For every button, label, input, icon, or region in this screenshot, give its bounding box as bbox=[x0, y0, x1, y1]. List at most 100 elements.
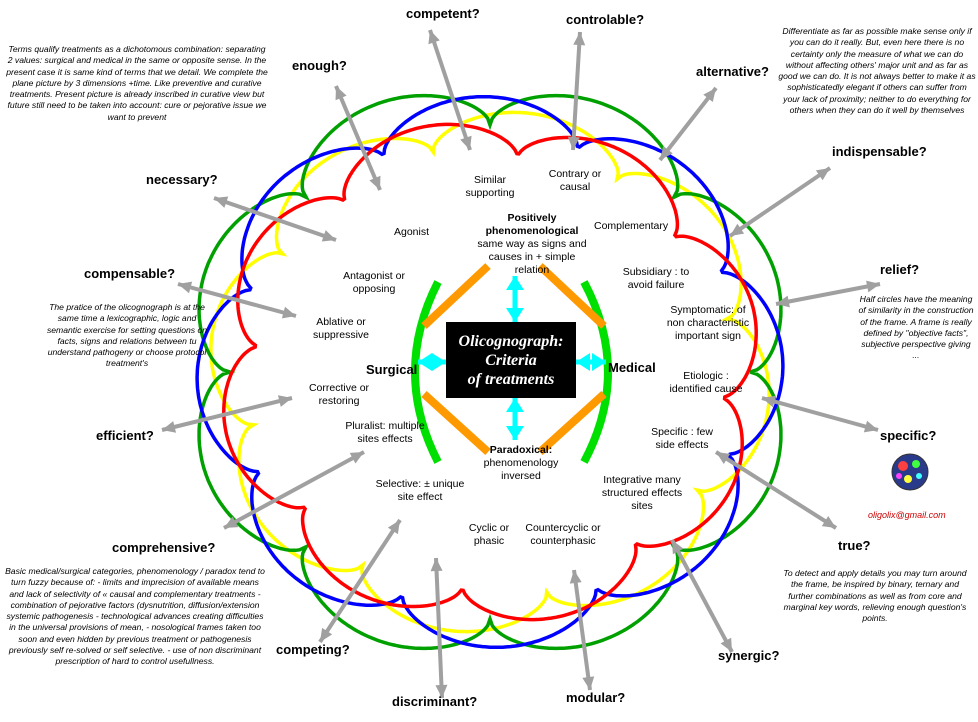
arrow-head-outer bbox=[224, 516, 239, 528]
globe-spot-3 bbox=[904, 475, 912, 483]
keyword-synergic: synergic? bbox=[718, 648, 780, 663]
orange-edge-bottom-right bbox=[537, 391, 607, 455]
globe-logo bbox=[891, 453, 929, 491]
cyan-arrow-bottom bbox=[506, 398, 524, 440]
arrow-head-inner bbox=[430, 558, 443, 572]
orange-edge-bottom-left bbox=[421, 391, 491, 455]
arrow-head-outer bbox=[162, 421, 177, 433]
label-complementary: Complementary bbox=[594, 220, 669, 232]
arrow-shaft bbox=[714, 450, 838, 530]
arrow-head-inner bbox=[762, 395, 777, 408]
keyword-discriminant: discriminant? bbox=[392, 694, 478, 709]
ring-layer bbox=[195, 93, 785, 651]
cyan-head bbox=[418, 353, 432, 371]
arrow-shaft bbox=[571, 31, 582, 151]
double-arrow-5 bbox=[213, 196, 337, 242]
label-antagonist: Antagonist or opposing bbox=[343, 270, 405, 295]
cyan-head bbox=[506, 308, 524, 322]
arrow-head-outer bbox=[435, 684, 448, 698]
globe-spot-1 bbox=[898, 461, 908, 471]
note-top-right: Differentiate as far as possible make se… bbox=[778, 26, 976, 116]
arrow-head-inner bbox=[730, 223, 745, 236]
double-arrow-16 bbox=[569, 569, 595, 691]
label-subsidiary: Subsidiary : to avoid failure bbox=[622, 266, 690, 291]
double-arrow-7 bbox=[177, 281, 297, 319]
arrow-head-inner bbox=[321, 230, 336, 242]
arrow-shaft bbox=[775, 282, 881, 306]
arrow-head-outer bbox=[821, 515, 836, 528]
double-arrow-13 bbox=[318, 518, 402, 644]
arrow-head-outer bbox=[320, 627, 333, 642]
keyword-necessary: necessary? bbox=[146, 172, 218, 187]
double-arrow-1 bbox=[428, 29, 472, 151]
positive-label-bold: Positively phenomenological bbox=[485, 212, 579, 237]
title-line-2: Criteria bbox=[485, 351, 537, 369]
arrow-head-outer bbox=[335, 86, 347, 101]
label-etiologic: Etiologic : identified cause bbox=[669, 370, 743, 395]
keyword-efficient: efficient? bbox=[96, 428, 154, 443]
note-bottom-left: Basic medical/surgical categories, pheno… bbox=[5, 566, 265, 667]
cyan-head bbox=[592, 353, 606, 371]
label-contrary-causal: Contrary or causal bbox=[548, 168, 602, 193]
keyword-indispensable: indispensable? bbox=[832, 144, 927, 159]
arrow-shaft bbox=[434, 557, 444, 699]
arrow-head-inner bbox=[369, 175, 381, 190]
arrow-shaft bbox=[761, 396, 879, 432]
arrow-shaft bbox=[572, 569, 592, 691]
cyan-head bbox=[576, 353, 590, 371]
cyan-head bbox=[432, 353, 446, 371]
arrow-head-outer bbox=[428, 30, 440, 45]
double-arrow-10 bbox=[761, 395, 879, 433]
title-line-3: of treatments bbox=[467, 370, 555, 388]
title-line-1: Olicognograph: bbox=[458, 332, 564, 350]
globe-spot-4 bbox=[916, 473, 922, 479]
arrow-head-inner bbox=[281, 306, 296, 319]
cyan-head bbox=[506, 426, 524, 440]
arrow-shaft bbox=[223, 450, 365, 530]
arrow-head-outer bbox=[178, 281, 193, 294]
note-mid-left: The pratice of the olicognograph is at t… bbox=[46, 302, 208, 369]
paradoxical-label-rest: phenomenology inversed bbox=[483, 457, 559, 482]
arrow-shaft bbox=[213, 196, 337, 242]
keyword-competing: competing? bbox=[276, 642, 350, 657]
double-arrow-2 bbox=[567, 31, 586, 151]
arrow-head-outer bbox=[573, 32, 586, 46]
arrow-head-inner bbox=[387, 520, 400, 535]
double-arrow-14 bbox=[670, 539, 734, 653]
cyan-head bbox=[506, 276, 524, 290]
arrow-head-inner bbox=[460, 135, 472, 150]
arrow-head-inner bbox=[569, 570, 582, 584]
keyword-specific: specific? bbox=[880, 428, 937, 443]
label-specific: Specific : few side effects bbox=[651, 426, 713, 451]
label-countercyclic: Countercyclic or counterphasic bbox=[525, 522, 601, 547]
ring-blue bbox=[195, 94, 785, 650]
arrow-head-inner bbox=[776, 295, 790, 308]
arrow-head-inner bbox=[567, 136, 580, 150]
note-bottom-right: To detect and apply details you may turn… bbox=[783, 568, 967, 624]
arrow-shaft bbox=[177, 282, 297, 318]
cyan-arrow-top bbox=[506, 276, 524, 322]
globe-spot-2 bbox=[912, 460, 920, 468]
keyword-compensable: compensable? bbox=[84, 266, 176, 281]
double-arrow-9 bbox=[161, 395, 293, 433]
arrow-head-outer bbox=[863, 420, 878, 433]
center-shapes bbox=[411, 263, 612, 464]
green-arc-right bbox=[580, 280, 612, 464]
double-arrow-15 bbox=[430, 557, 448, 699]
cyan-head bbox=[506, 398, 524, 412]
paradoxical-label-bold: Paradoxical: bbox=[489, 444, 553, 456]
email-address[interactable]: oligolix@gmail.com bbox=[868, 510, 946, 520]
paradoxical-label: Paradoxical: phenomenology inversed bbox=[478, 444, 564, 483]
ring-green bbox=[197, 93, 783, 651]
arrow-head-outer bbox=[582, 676, 595, 690]
arrow-shaft bbox=[670, 539, 734, 653]
globe-spot-5 bbox=[896, 473, 902, 479]
label-pluralist: Pluralist: multiple sites effects bbox=[345, 420, 425, 445]
keyword-enough: enough? bbox=[292, 58, 347, 73]
arrow-shaft bbox=[334, 85, 382, 191]
positive-label: Positively phenomenological same way as … bbox=[472, 212, 592, 277]
label-symptomatic: Symptomatic: of non characteristic impor… bbox=[666, 304, 750, 342]
surgical-label: Surgical bbox=[366, 362, 418, 377]
